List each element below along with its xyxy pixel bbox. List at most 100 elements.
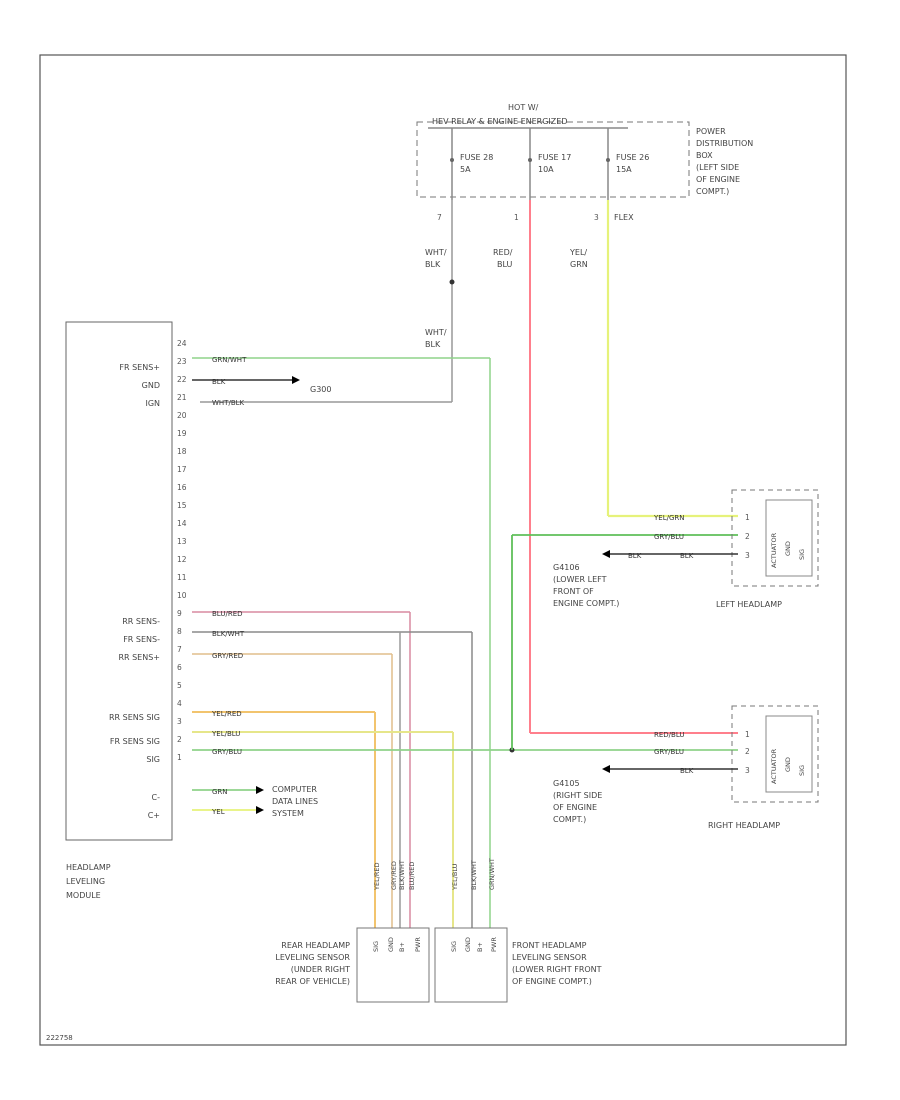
svg-text:2: 2 (177, 735, 182, 744)
fuse-26: FUSE 26 15A (606, 128, 649, 200)
left-hl-yel-grn: YEL/GRN (653, 514, 684, 522)
wire-wht-blk-fuse28 (200, 200, 455, 403)
right-headlamp-box (731, 705, 819, 803)
svg-text:SIG: SIG (798, 549, 806, 560)
svg-text:LEVELING: LEVELING (66, 877, 105, 886)
svg-text:(UNDER RIGHT: (UNDER RIGHT (291, 965, 350, 974)
svg-text:ACTUATOR: ACTUATOR (770, 748, 778, 784)
svg-text:SIG: SIG (798, 765, 806, 776)
svg-text:BLK: BLK (680, 767, 694, 775)
svg-text:YEL/BLU: YEL/BLU (451, 863, 459, 891)
wire-grn-data: GRN (192, 786, 264, 796)
svg-text:C-: C- (152, 793, 161, 802)
svg-text:15A: 15A (616, 165, 632, 174)
svg-text:GND: GND (142, 381, 160, 390)
svg-text:POWER: POWER (696, 127, 726, 136)
wire-blu-red: BLU/RED (192, 610, 411, 928)
svg-text:REAR HEADLAMP: REAR HEADLAMP (281, 941, 350, 950)
svg-text:YEL/RED: YEL/RED (373, 862, 381, 891)
svg-text:PWR: PWR (414, 937, 422, 952)
svg-text:FRONT OF: FRONT OF (553, 587, 594, 596)
right-headlamp-connector (765, 715, 813, 793)
svg-text:SYSTEM: SYSTEM (272, 809, 304, 818)
wire-label-wht-blk-top: WHT/ (425, 248, 447, 257)
front-sensor-pins: SIG GND B+ PWR (450, 937, 498, 952)
right-hl-red-blu: RED/BLU (654, 731, 685, 739)
module-pin-functions: FR SENS+ GND IGN RR SENS- FR SENS- RR SE… (109, 363, 160, 820)
svg-text:22: 22 (177, 375, 187, 384)
svg-text:GRN/WHT: GRN/WHT (488, 858, 496, 890)
svg-text:FR SENS-: FR SENS- (123, 635, 160, 644)
svg-text:20: 20 (177, 411, 187, 420)
svg-text:BLK/WHT: BLK/WHT (470, 860, 478, 890)
svg-text:FUSE 17: FUSE 17 (538, 153, 571, 162)
svg-text:MODULE: MODULE (66, 891, 101, 900)
svg-text:RR SENS-: RR SENS- (122, 617, 160, 626)
svg-text:23: 23 (177, 357, 187, 366)
front-sensor-label: FRONT HEADLAMP LEVELING SENSOR (LOWER RI… (512, 941, 602, 986)
svg-text:4: 4 (177, 699, 182, 708)
svg-text:SIG: SIG (146, 755, 160, 764)
svg-text:GND: GND (784, 541, 792, 556)
svg-text:2: 2 (745, 532, 750, 541)
rear-sensor-label: REAR HEADLAMP LEVELING SENSOR (UNDER RIG… (275, 941, 350, 986)
svg-text:OF ENGINE: OF ENGINE (696, 175, 740, 184)
svg-text:FRONT HEADLAMP: FRONT HEADLAMP (512, 941, 587, 950)
wire-blk-wht: BLK/WHT (192, 630, 473, 928)
svg-text:BLK/WHT: BLK/WHT (212, 630, 245, 638)
svg-text:GRN/WHT: GRN/WHT (212, 356, 247, 364)
svg-text:BLK: BLK (628, 552, 642, 560)
rear-sensor-pins: SIG GND B+ PWR (372, 937, 422, 952)
svg-text:SIG: SIG (372, 941, 380, 952)
svg-text:19: 19 (177, 429, 187, 438)
svg-text:OF ENGINE: OF ENGINE (553, 803, 597, 812)
module-pin-numbers: 24 23 22 21 20 19 18 17 16 15 14 13 12 1… (177, 339, 187, 762)
svg-text:10A: 10A (538, 165, 554, 174)
left-ground-label: G4106 (LOWER LEFT FRONT OF ENGINE COMPT.… (553, 563, 619, 608)
svg-text:LEVELING SENSOR: LEVELING SENSOR (275, 953, 350, 962)
fuse-pin-1: 1 (514, 213, 519, 222)
power-distribution-box (416, 121, 690, 198)
svg-text:COMPT.): COMPT.) (553, 815, 586, 824)
svg-text:1: 1 (745, 513, 750, 522)
svg-text:12: 12 (177, 555, 187, 564)
svg-text:BOX: BOX (696, 151, 713, 160)
svg-text:BLK: BLK (212, 378, 226, 386)
fuse-pin-3: 3 (594, 213, 599, 222)
svg-text:PWR: PWR (490, 937, 498, 952)
svg-text:FR SENS SIG: FR SENS SIG (110, 737, 160, 746)
svg-text:COMPT.): COMPT.) (696, 187, 729, 196)
right-headlamp-inner: ACTUATOR GND SIG (770, 748, 806, 784)
svg-text:GRY/RED: GRY/RED (390, 861, 398, 890)
wire-grn-wht: GRN/WHT (192, 356, 491, 928)
left-hl-gry-blu: GRY/BLU (654, 533, 684, 541)
wire-blk-ground: BLK G300 (192, 376, 331, 394)
svg-text:13: 13 (177, 537, 187, 546)
svg-text:FR SENS+: FR SENS+ (119, 363, 160, 372)
rear-sensor-box (356, 927, 430, 1003)
left-headlamp-label: LEFT HEADLAMP (716, 600, 782, 609)
wire-label-yel-grn: YEL/ (569, 248, 587, 257)
wire-yel-grn (606, 200, 738, 518)
wire-yel-red: YEL/RED (192, 710, 376, 928)
wire-gry-blu: GRY/BLU (192, 534, 738, 756)
svg-text:GND: GND (784, 757, 792, 772)
right-ground-label: G4105 (RIGHT SIDE OF ENGINE COMPT.) (553, 779, 602, 824)
svg-text:3: 3 (745, 551, 750, 560)
svg-text:5A: 5A (460, 165, 471, 174)
wire-gry-red: GRY/RED (192, 652, 393, 928)
hot-line2: HEV RELAY & ENGINE ENERGIZED (432, 117, 568, 126)
computer-data-lines-label: COMPUTER DATA LINES SYSTEM (272, 785, 318, 818)
svg-text:BLK: BLK (680, 552, 694, 560)
svg-text:GND: GND (464, 937, 472, 952)
svg-text:17: 17 (177, 465, 187, 474)
svg-text:9: 9 (177, 609, 182, 618)
svg-text:OF ENGINE COMPT.): OF ENGINE COMPT.) (512, 977, 592, 986)
svg-text:DATA LINES: DATA LINES (272, 797, 318, 806)
svg-text:GRY/BLU: GRY/BLU (212, 748, 242, 756)
svg-text:(LOWER RIGHT FRONT: (LOWER RIGHT FRONT (512, 965, 602, 974)
svg-text:HEADLAMP: HEADLAMP (66, 863, 111, 872)
fuse-28: FUSE 28 5A (450, 128, 493, 200)
svg-text:BLU: BLU (497, 260, 513, 269)
